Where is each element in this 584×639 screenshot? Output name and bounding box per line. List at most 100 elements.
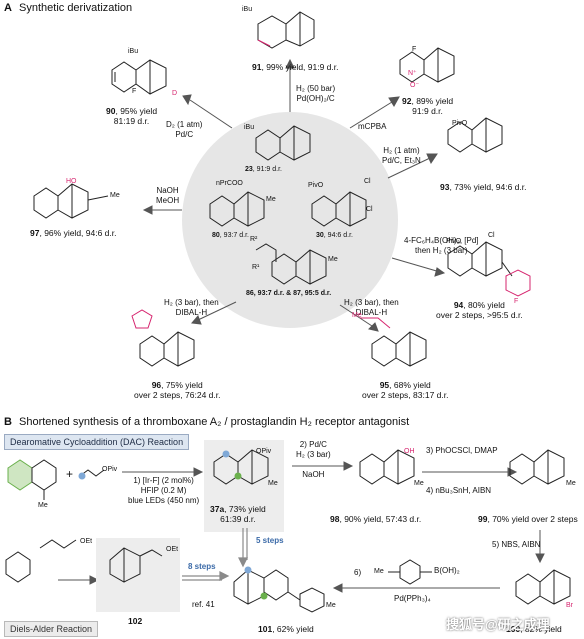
structure-97 [33, 183, 109, 219]
conditions-step5: 5) NBS, AIBN [492, 540, 541, 549]
atom-oh-98: OH [404, 448, 415, 455]
atom-pivo-94: PivO [446, 238, 462, 245]
svg-text:+: + [66, 467, 73, 481]
compound-yield: , 73% yield [224, 504, 266, 514]
section-b-letter: B [4, 416, 12, 428]
atom-me-boronic: Me [374, 568, 384, 575]
conditions-step4: 4) nBu₃SnH, AIBN [426, 486, 492, 495]
label-86-87: 86, 93:7 d.r. & 87, 95:5 d.r. [246, 290, 332, 297]
atom-me-95: Me [352, 312, 362, 319]
arrow-8steps [182, 571, 230, 581]
atom-br-100: Br [566, 602, 573, 609]
atom-me-98: Me [414, 480, 424, 487]
conditions-to-93: H₂ (1 atm)Pd/C, Et₃N [382, 146, 421, 166]
atom-me-80: Me [266, 196, 276, 203]
condition-line: 4-FC₆H₄B(OH)₂, [Pd] [404, 236, 479, 245]
compound-yield: , 90% yield, 57:43 d.r. [339, 514, 422, 524]
compound-yield: , 95% yield [115, 106, 158, 116]
atom-f-94: F [514, 298, 519, 305]
arrow-step34 [422, 467, 518, 477]
structure-94 [447, 241, 531, 297]
compound-yield: , 99% yield, 91:9 d.r. [261, 62, 339, 72]
label-99: 99, 70% yield over 2 steps [478, 514, 578, 524]
conditions-step6-catalyst: Pd(PPh₃)₄ [394, 594, 431, 603]
atom-nplus-92: N⁺ [408, 70, 417, 77]
diels-alder-label: Diels-Alder Reaction [4, 621, 99, 637]
structure-80 [209, 191, 265, 227]
condition-line: DIBAL-H [175, 308, 208, 317]
structure-91 [257, 11, 315, 49]
compound-yield: , 96% yield, 94:6 d.r. [39, 228, 117, 238]
atom-me-101: Me [326, 602, 336, 609]
atom-f-90: F [132, 88, 137, 95]
condition-line: H₂ (3 bar), then [344, 298, 399, 307]
conditions-step1: 1) [Ir-F] (2 mol%)HFIP (0.2 M)blue LEDs … [128, 476, 199, 506]
structure-90 [111, 59, 167, 95]
arrow-step6 [332, 583, 500, 593]
structure-102 [109, 547, 163, 583]
structure-23 [255, 125, 311, 161]
conditions-step3: 3) PhOCSCl, DMAP [426, 446, 498, 455]
compound-detail: , 94:6 d.r. [323, 232, 353, 239]
structure-cyclohexadiene [5, 551, 31, 583]
structure-37a [213, 449, 269, 485]
section-a-letter: A [4, 2, 12, 14]
condition-line: blue LEDs (450 nm) [128, 496, 200, 505]
compound-yield: , 80% yield [463, 300, 505, 310]
label-80: 80, 93:7 d.r. [212, 232, 249, 240]
arrow-diels-alder [58, 575, 100, 585]
five-steps-label: 5 steps [256, 536, 284, 545]
atom-oet-acrylate: OEt [80, 538, 93, 545]
arrow-step5 [535, 530, 545, 564]
label-97: 97, 96% yield, 94:6 d.r. [30, 228, 117, 238]
atom-d-90: D [172, 90, 178, 97]
compound-dr: 81:19 d.r. [113, 116, 150, 126]
compound-number: 30 [316, 232, 324, 239]
conditions-to-92: mCPBA [358, 122, 387, 131]
compound-detail: , 91:9 d.r. [252, 166, 282, 173]
atom-ho-97: HO [66, 178, 77, 185]
atom-cl-30: Cl [364, 178, 371, 185]
compound-number: 98 [330, 514, 340, 524]
compound-yield: , 70% yield over 2 steps [487, 514, 578, 524]
atom-me-37a: Me [268, 480, 278, 487]
structure-93 [447, 117, 503, 153]
compound-number: 23 [245, 166, 253, 173]
compound-number: 94 [453, 300, 464, 310]
atom-me-97: Me [110, 192, 120, 199]
condition-line: HFIP (0.2 M) [140, 486, 187, 495]
condition-line: NaOH [302, 470, 325, 479]
compound-number: 90 [106, 106, 116, 116]
condition-line: 1) [Ir-F] (2 mol%) [133, 476, 194, 485]
atom-r1: R¹ [252, 264, 260, 271]
atom-ibu-23: iBu [244, 124, 255, 131]
structure-isoquinoline [7, 459, 57, 500]
compound-number: 91 [252, 62, 262, 72]
conditions-step6-reagent: B(OH)₂ [434, 566, 460, 575]
condition-line: H₂ (1 atm) [383, 146, 420, 155]
structure-96 [131, 309, 195, 367]
compound-dr: over 2 steps, 76:24 d.r. [134, 390, 221, 400]
condition-line: D₂ (1 atm) [166, 120, 203, 129]
reference-label: ref. 41 [192, 600, 215, 609]
compound-number: 101 [258, 624, 273, 634]
section-b-header: B Shortened synthesis of a thromboxane A… [4, 416, 409, 428]
label-80-sub: nPrCOO [216, 180, 243, 187]
condition-line: Pd(OH)₂/C [296, 94, 335, 103]
atom-ominus-92: O⁻ [410, 82, 420, 89]
box-37a [204, 440, 284, 532]
atom-r2: R² [250, 236, 258, 243]
compound-yield: , 68% yield [389, 380, 431, 390]
structure-95 [360, 317, 427, 367]
label-93: 93, 73% yield, 94:6 d.r. [440, 182, 527, 192]
conditions-to-94: 4-FC₆H₄B(OH)₂, [Pd]then H₂ (3 bar) [404, 236, 479, 256]
dac-reaction-label: Dearomative Cycloaddition (DAC) Reaction [4, 434, 190, 450]
section-a-title: Synthetic derivatization [19, 2, 133, 14]
